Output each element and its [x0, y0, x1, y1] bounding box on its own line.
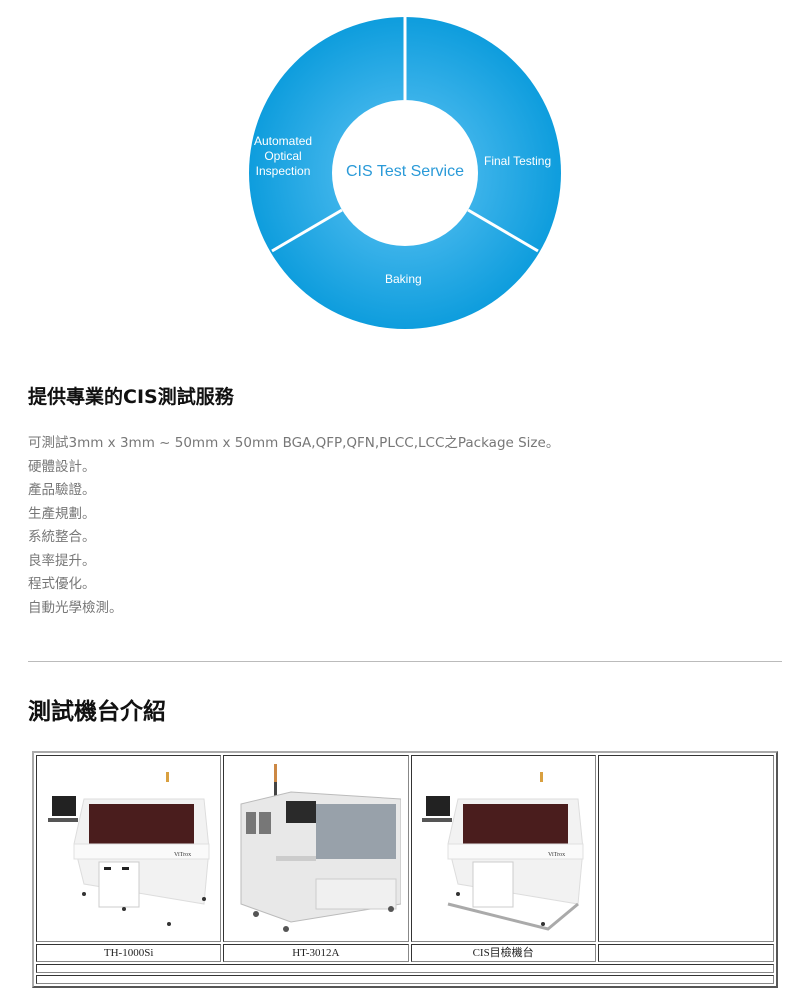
service-item: 可測試3mm x 3mm ~ 50mm x 50mm BGA,QFP,QFN,P…: [28, 435, 560, 451]
segment-label-aoi: Automated Optical Inspection: [254, 134, 313, 178]
machine-name: [597, 944, 774, 962]
machine-image-cell: ViTrox: [410, 755, 596, 942]
empty-row: [36, 964, 774, 973]
machine-image-row: ViTrox: [36, 755, 774, 942]
service-item: 硬體設計。: [28, 458, 96, 475]
segment-label-final-testing: Final Testing: [484, 154, 552, 168]
cis-service-diagram: Automated Optical Inspection Final Testi…: [248, 16, 562, 330]
machine-image-ht-3012a: [231, 763, 402, 934]
empty-row: [36, 975, 774, 984]
machines-table: ViTrox: [32, 751, 778, 988]
service-item: 自動光學檢測。: [28, 599, 123, 616]
empty-cell: [36, 975, 774, 984]
machine-name: CIS目檢機台: [410, 944, 596, 962]
machines-heading: 測試機台介紹: [28, 699, 166, 725]
service-item: 程式優化。: [28, 576, 96, 592]
machine-image-cell: ViTrox: [36, 755, 222, 942]
machine-name: TH-1000Si: [36, 944, 222, 962]
machine-image-th-1000si: ViTrox: [44, 764, 214, 934]
svg-text:ViTrox: ViTrox: [548, 852, 565, 858]
service-item: 產品驗證。: [28, 482, 96, 498]
diagram-center-label: CIS Test Service: [346, 163, 464, 180]
empty-cell: [36, 964, 774, 973]
service-item: 良率提升。: [28, 552, 96, 569]
services-heading: 提供專業的CIS測試服務: [28, 386, 234, 408]
machine-name-row: TH-1000Si HT-3012A CIS目檢機台: [36, 944, 774, 962]
services-list: 可測試3mm x 3mm ~ 50mm x 50mm BGA,QFP,QFN,P…: [28, 432, 559, 620]
section-divider: [28, 661, 782, 662]
machine-image-cis-inspection: ViTrox: [418, 764, 588, 934]
service-item: 生產規劃。: [28, 505, 96, 522]
service-item: 系統整合。: [28, 529, 96, 545]
donut-ring: [249, 16, 561, 329]
svg-text:ViTrox: ViTrox: [174, 852, 191, 858]
machine-image-cell-empty: [597, 755, 774, 942]
machine-name: HT-3012A: [223, 944, 409, 962]
machine-image-cell: [223, 755, 409, 942]
segment-label-baking: Baking: [385, 272, 422, 286]
